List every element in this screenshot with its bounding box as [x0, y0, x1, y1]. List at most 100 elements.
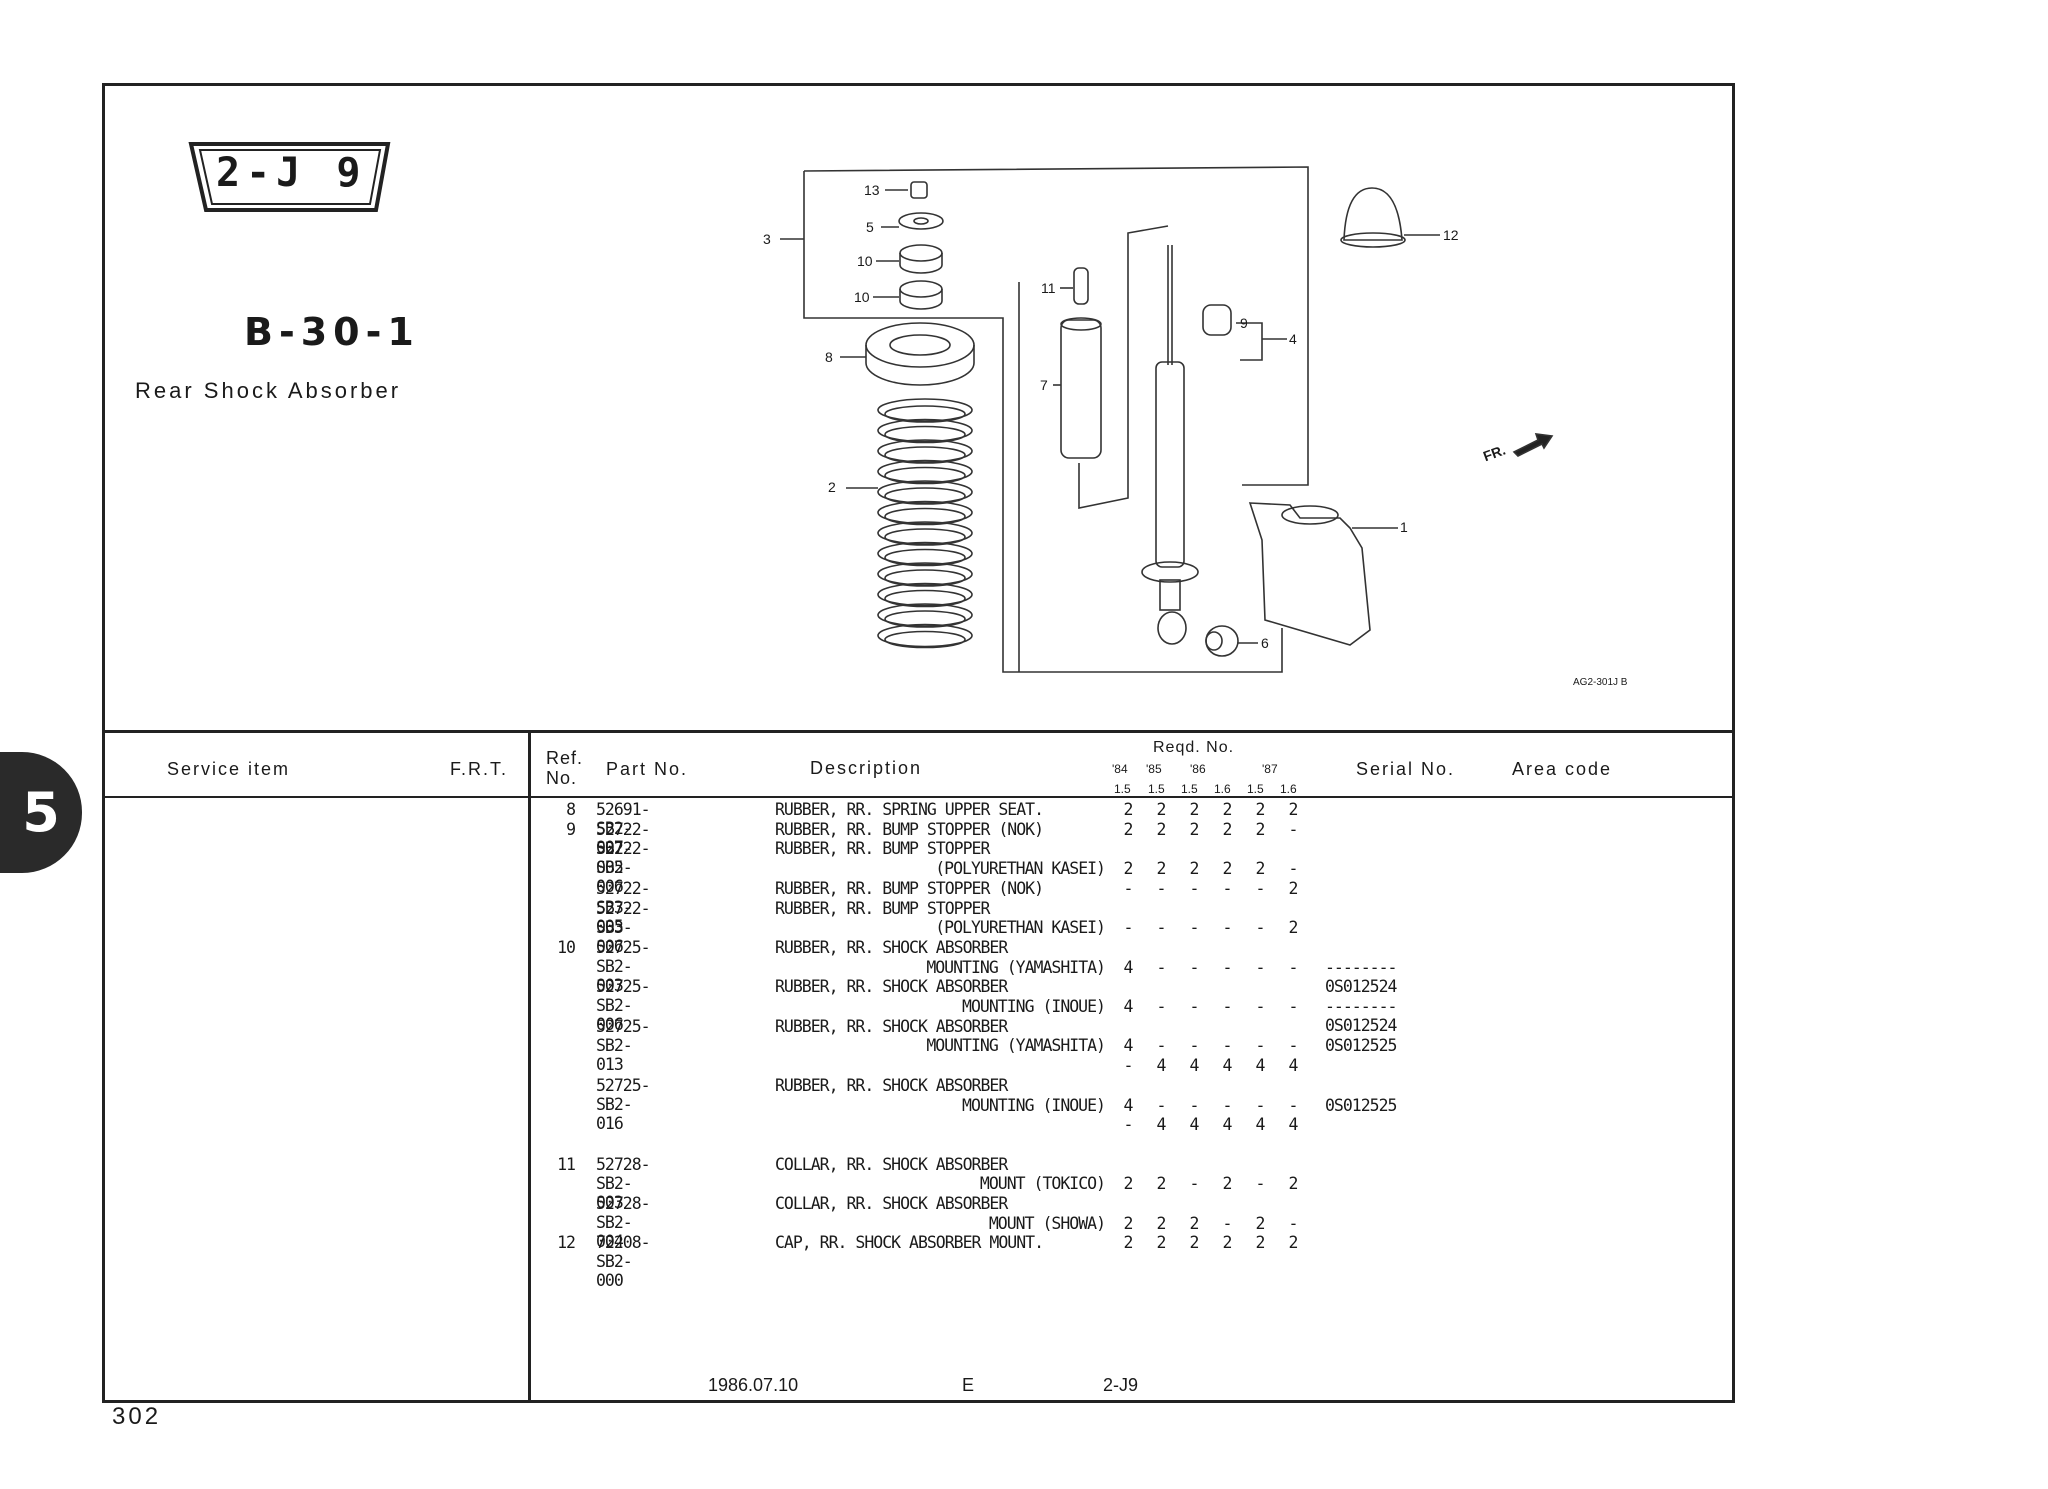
header-no: No.: [546, 768, 578, 788]
description: RUBBER, RR. BUMP STOPPER (NOK): [775, 878, 1044, 898]
qty-cell: 4: [1255, 1115, 1266, 1135]
part-no[interactable]: 52728-SB2-004: [596, 1194, 651, 1251]
group-title: Rear Shock Absorber: [135, 378, 402, 403]
part-no[interactable]: 52722-SB3-006: [596, 898, 651, 956]
part-no[interactable]: 52725-SB2-006: [596, 977, 651, 1035]
callout-2: 2: [828, 479, 836, 495]
ref-no: 9: [566, 819, 576, 839]
qty-cell: 2: [1288, 918, 1299, 938]
part-no[interactable]: 52728-SB2-003: [596, 1154, 651, 1212]
qty-cell: 2: [1189, 1213, 1200, 1233]
qty-cell: 2: [1222, 819, 1233, 839]
qty-cell: 2: [1156, 859, 1167, 879]
description: (POLYURETHAN KASEI): [935, 859, 1106, 879]
footer-edition: E: [962, 1375, 975, 1395]
part-no[interactable]: 52722-SB3-005: [596, 878, 651, 936]
description: MOUNTING (INOUE): [962, 1095, 1106, 1115]
qty-cell: -: [1222, 878, 1233, 898]
ref-no: 12: [557, 1233, 576, 1253]
qty-cell: 2: [1222, 800, 1233, 819]
footer-date: 1986.07.10: [708, 1375, 799, 1395]
engine-col: 1.6: [1280, 782, 1297, 796]
engine-col: 1.5: [1247, 782, 1264, 796]
qty-cell: -: [1222, 1036, 1233, 1056]
qty-cell: -: [1123, 1056, 1134, 1076]
qty-cell: -: [1255, 1174, 1266, 1194]
part-no[interactable]: 52722-SB2-005: [596, 819, 651, 877]
serial-no: -------- 0S012524: [1325, 997, 1397, 1035]
callout-5: 5: [866, 219, 874, 235]
header-serial-no: Serial No.: [1356, 759, 1456, 779]
description: MOUNTING (INOUE): [962, 997, 1106, 1016]
callout-11: 11: [1041, 280, 1056, 296]
group-code: B-30-1: [244, 310, 420, 354]
qty-cell: 2: [1189, 819, 1200, 839]
qty-cell: 2: [1222, 859, 1233, 879]
qty-cell: 2: [1156, 800, 1167, 819]
description: MOUNTING (YAMASHITA): [926, 1036, 1106, 1056]
description: RUBBER, RR. SPRING UPPER SEAT.: [775, 800, 1044, 819]
qty-cell: 2: [1222, 1233, 1233, 1253]
badge-frame-icon: [188, 142, 391, 212]
callout-8: 8: [825, 349, 833, 365]
qty-cell: -: [1222, 997, 1233, 1016]
qty-cell: -: [1288, 859, 1299, 879]
qty-cell: 2: [1156, 1213, 1167, 1233]
callout-3: 3: [763, 231, 771, 247]
section-badge: 2-J 9: [188, 140, 392, 214]
qty-cell: -: [1189, 1095, 1200, 1115]
description: MOUNT (SHOWA): [988, 1213, 1106, 1233]
part-no[interactable]: 52725-SB2-016: [596, 1075, 651, 1133]
callout-7: 7: [1040, 377, 1048, 393]
qty-cell: -: [1255, 918, 1266, 938]
qty-cell: 2: [1288, 1233, 1299, 1253]
qty-cell: 4: [1222, 1056, 1233, 1076]
qty-cell: 2: [1255, 1233, 1266, 1253]
engine-col: 1.5: [1181, 782, 1198, 796]
description: MOUNT (TOKICO): [979, 1174, 1106, 1194]
qty-cell: 2: [1123, 819, 1134, 839]
part-no[interactable]: 52722-SB2-006: [596, 839, 651, 897]
part-no[interactable]: 52725-SB2-013: [596, 1016, 651, 1074]
qty-cell: 2: [1288, 1174, 1299, 1194]
year-86: '86: [1190, 762, 1206, 776]
qty-cell: -: [1189, 1036, 1200, 1056]
qty-cell: 4: [1156, 1056, 1167, 1076]
description: RUBBER, RR. SHOCK ABSORBER: [775, 937, 1008, 957]
qty-cell: 2: [1123, 800, 1134, 819]
qty-cell: 2: [1123, 859, 1134, 879]
qty-cell: 4: [1255, 1056, 1266, 1076]
qty-cell: 2: [1222, 1174, 1233, 1194]
qty-cell: 2: [1156, 1233, 1167, 1253]
description: RUBBER, RR. BUMP STOPPER: [775, 898, 990, 918]
year-85: '85: [1146, 762, 1162, 776]
description: RUBBER, RR. SHOCK ABSORBER: [775, 977, 1008, 997]
part-no[interactable]: 52691-SB2-007: [596, 800, 651, 857]
qty-cell: -: [1156, 878, 1167, 898]
badge-text: 2-J 9: [216, 150, 367, 196]
exploded-diagram: [780, 166, 1554, 673]
part-no[interactable]: 52725-SB2-003: [596, 937, 651, 995]
qty-cell: -: [1255, 878, 1266, 898]
engine-col: 1.6: [1214, 782, 1231, 796]
description: (POLYURETHAN KASEI): [935, 918, 1106, 938]
qty-cell: -: [1189, 878, 1200, 898]
divider: [528, 730, 531, 1400]
header-part-no: Part No.: [606, 759, 689, 779]
qty-cell: -: [1156, 918, 1167, 938]
callout-13: 13: [864, 182, 880, 198]
qty-cell: -: [1123, 878, 1134, 898]
qty-cell: -: [1156, 1036, 1167, 1056]
qty-cell: -: [1288, 1095, 1299, 1115]
engine-col: 1.5: [1148, 782, 1165, 796]
ref-no: 10: [557, 937, 576, 957]
qty-cell: -: [1222, 1095, 1233, 1115]
qty-cell: -: [1288, 957, 1299, 977]
qty-cell: -: [1189, 1174, 1200, 1194]
callout-10: 10: [857, 253, 873, 269]
qty-cell: 4: [1189, 1115, 1200, 1135]
part-no[interactable]: 72208-SB2-000: [596, 1233, 651, 1291]
serial-no: 0S012525: [1325, 1036, 1397, 1056]
qty-cell: -: [1288, 1213, 1299, 1233]
qty-cell: 2: [1189, 859, 1200, 879]
